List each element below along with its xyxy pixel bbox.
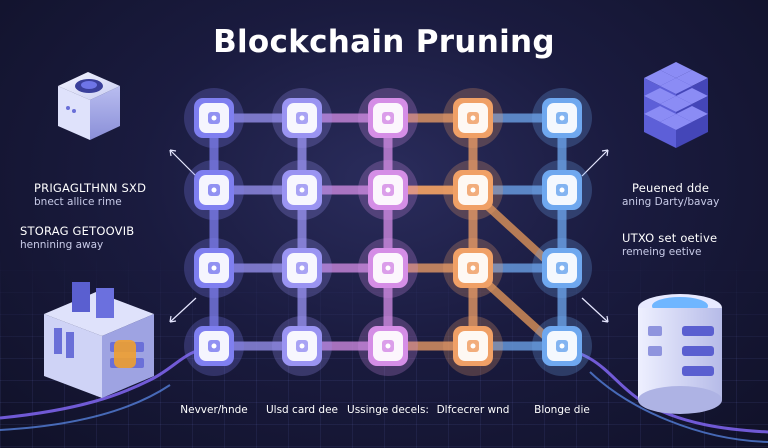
block-node	[532, 316, 592, 376]
column-label-4: Dlfcecrer wnd	[436, 404, 510, 416]
block-node	[358, 238, 418, 298]
block-node	[272, 88, 332, 148]
column-label-3: Ussinge decels:	[347, 404, 429, 416]
block-node	[272, 160, 332, 220]
page-title: Blockchain Pruning	[213, 24, 555, 60]
chain-blocks	[184, 88, 592, 376]
right-label-sub-2: remeing eetive	[622, 246, 702, 258]
block-node	[358, 316, 418, 376]
block-node	[358, 88, 418, 148]
cable-left-2	[0, 384, 171, 431]
block-node	[184, 88, 244, 148]
block-node	[184, 238, 244, 298]
pointer-arrows	[169, 149, 609, 323]
left-label-sub-1: bnect allice rime	[34, 196, 122, 208]
block-node	[532, 160, 592, 220]
block-node	[532, 88, 592, 148]
block-node	[272, 238, 332, 298]
left-label-heading-2: STORAG GETOOVIB	[20, 224, 135, 238]
left-label-heading-1: PRIGAGLTHNN SXD	[34, 181, 147, 195]
right-label-sub-1: aning Darty/bavay	[622, 196, 720, 208]
cable-right-2	[589, 371, 768, 443]
column-label-1: Nevver/hnde	[180, 404, 248, 416]
right-label-heading-2: UTXO set oetive	[622, 231, 718, 245]
server-cube-icon	[58, 72, 120, 140]
database-server-icon	[638, 294, 722, 414]
block-node	[272, 316, 332, 376]
cable-left	[0, 346, 211, 420]
block-cluster-icon	[644, 62, 708, 148]
cluster-cube	[660, 114, 692, 148]
block-node	[443, 88, 503, 148]
block-node	[184, 160, 244, 220]
block-node	[532, 238, 592, 298]
block-node	[358, 160, 418, 220]
left-label-sub-2: hennining away	[20, 239, 104, 251]
column-label-2: Ulsd card dee	[265, 404, 338, 416]
chain-links	[209, 113, 567, 351]
block-node	[443, 316, 503, 376]
right-label-heading-1: Peuened dde	[632, 181, 710, 195]
block-node	[184, 316, 244, 376]
column-label-5: Blonge die	[534, 404, 590, 416]
server-machine-icon	[44, 282, 154, 398]
block-node	[443, 160, 503, 220]
block-node	[443, 238, 503, 298]
